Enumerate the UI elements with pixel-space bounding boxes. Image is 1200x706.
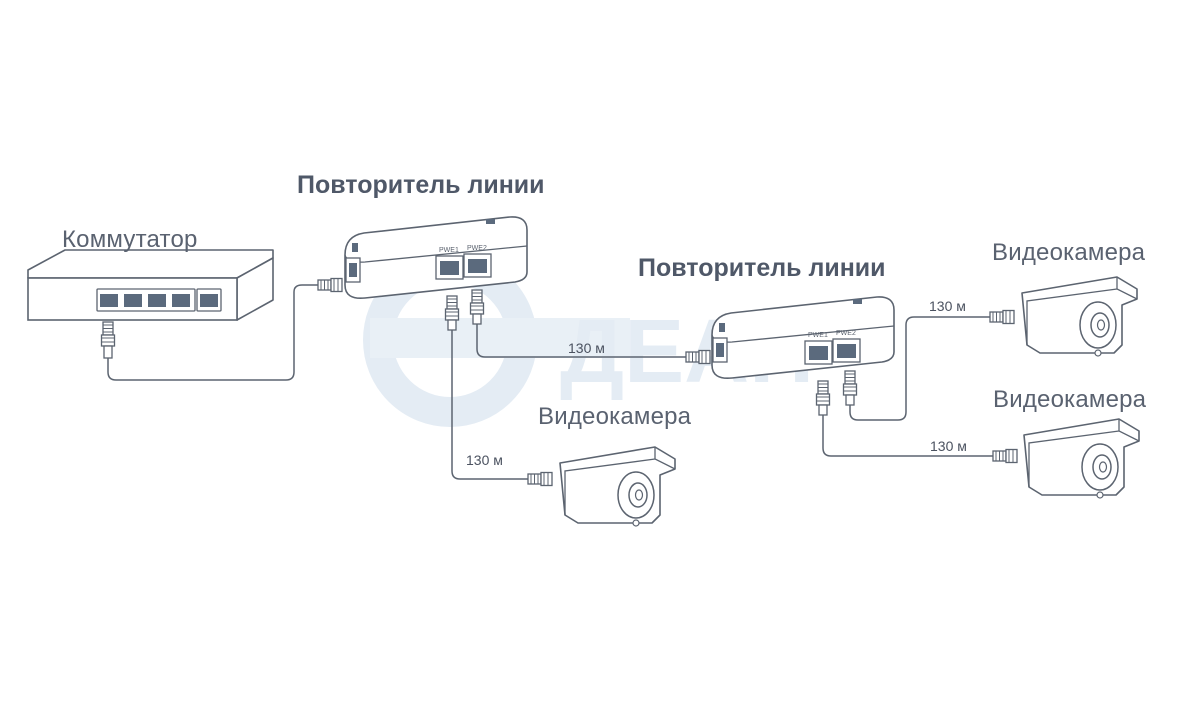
cable-repeater2-camera-top <box>849 316 990 421</box>
cctv-camera-icon <box>559 446 676 527</box>
rj45-plug-icon <box>842 370 858 396</box>
line-repeater-icon: PWE1 PWE2 <box>711 296 895 380</box>
cables <box>107 284 993 480</box>
rj45-plug-icon <box>469 289 485 315</box>
cable-repeater1-repeater2 <box>476 322 686 358</box>
distance-repeater2-camera-top: 130 м <box>929 298 966 314</box>
label-repeater-2: Повторитель линии <box>638 254 886 282</box>
cable-switch-repeater1 <box>107 284 318 381</box>
cable-repeater1-camera1 <box>451 328 528 480</box>
distance-repeater1-repeater2: 130 м <box>568 340 605 356</box>
label-switch: Коммутатор <box>62 226 198 253</box>
label-camera-1: Видеокамера <box>538 403 692 430</box>
rj45-plug-icon <box>100 321 116 347</box>
rj45-plug-icon <box>444 295 460 321</box>
port-label-pwe1: PWE1 <box>439 247 459 254</box>
rj45-plug-icon <box>815 380 831 406</box>
rj45-plug-icon <box>317 277 343 293</box>
distance-repeater2-camera-bottom: 130 м <box>930 438 967 454</box>
cable-repeater2-camera-bottom <box>822 415 993 457</box>
cctv-camera-icon <box>1023 418 1140 499</box>
switch-icon <box>27 249 274 359</box>
rj45-plug-icon <box>992 448 1018 464</box>
distance-repeater1-camera: 130 м <box>466 452 503 468</box>
rj45-plug-icon <box>685 349 711 365</box>
label-repeater-1: Повторитель линии <box>297 171 545 199</box>
port-label-pwe2: PWE2 <box>836 330 856 337</box>
rj45-plug-icon <box>527 471 553 487</box>
cctv-camera-icon <box>1021 276 1138 357</box>
label-camera-2: Видеокамера <box>992 239 1146 266</box>
switch-ports <box>96 288 222 312</box>
port-label-pwe2: PWE2 <box>467 245 487 252</box>
label-camera-3: Видеокамера <box>993 386 1147 413</box>
rj45-plug-icon <box>989 309 1015 325</box>
port-label-pwe1: PWE1 <box>808 332 828 339</box>
line-repeater-icon: PWE1 PWE2 <box>344 216 528 300</box>
